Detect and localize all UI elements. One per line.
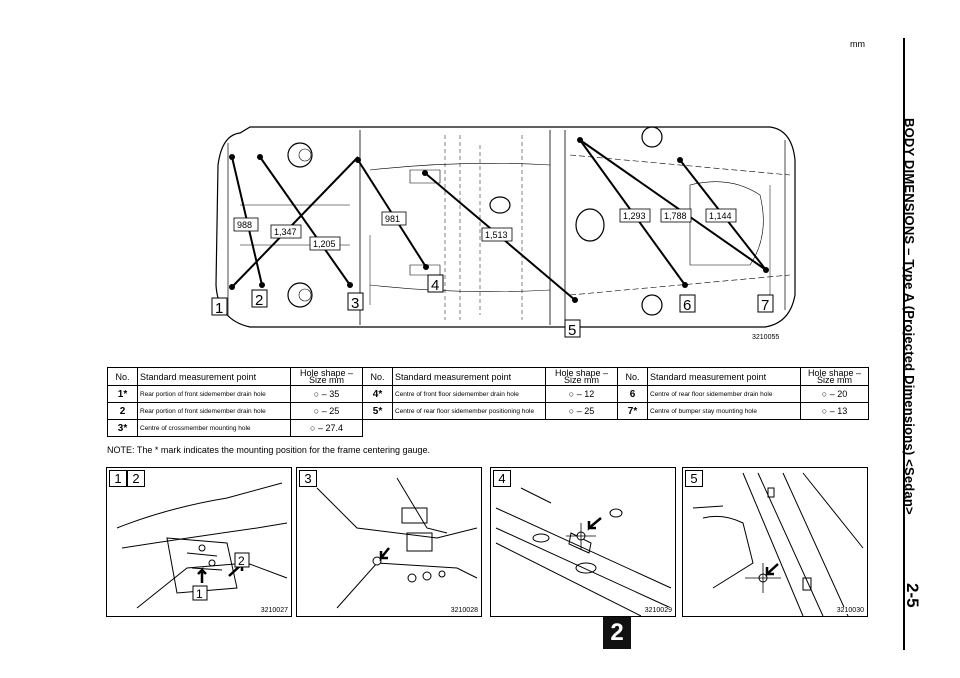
- panel-label: 3: [299, 470, 317, 487]
- unit-label: mm: [850, 39, 865, 49]
- header-point: Standard measurement point: [647, 367, 801, 386]
- panel-illustration: [316, 477, 478, 609]
- side-title: BODY DIMENSIONS – Type A (Projected Dime…: [902, 118, 926, 558]
- panel-label: 2: [127, 470, 145, 487]
- dim-1347: 1,347: [274, 227, 297, 237]
- header-point: Standard measurement point: [137, 367, 291, 386]
- panel-label: 5: [685, 470, 703, 487]
- table-row: 2 Rear portion of front sidemember drain…: [107, 402, 869, 420]
- header-point: Standard measurement point: [392, 367, 546, 386]
- panel-code: 3210029: [644, 607, 672, 614]
- detail-panel-1-2: 1 2 2 1 3210027: [106, 467, 292, 617]
- dim-1788: 1,788: [664, 211, 687, 221]
- point-label-2: 2: [255, 292, 263, 309]
- dim-1205: 1,205: [313, 239, 336, 249]
- detail-panel-4: 4 3210029: [490, 467, 676, 617]
- dim-1144: 1,144: [709, 211, 732, 221]
- panel-illustration: [495, 487, 672, 616]
- point-label-7: 7: [761, 297, 769, 314]
- section-tab: 2: [603, 617, 631, 649]
- diagram-code: 3210055: [752, 334, 780, 341]
- point-label-5: 5: [568, 322, 576, 339]
- note-text: NOTE: The * mark indicates the mounting …: [107, 445, 431, 455]
- page-number: 2-5: [903, 583, 922, 608]
- dim-1293: 1,293: [623, 211, 646, 221]
- detail-panel-5: 5 3210030: [682, 467, 868, 617]
- header-no: No.: [362, 367, 393, 386]
- point-label-6: 6: [683, 297, 691, 314]
- panel-code: 3210030: [836, 607, 864, 614]
- underbody-diagram: 988 1,347 1,205 981 1,513 1,293 1,788 1,…: [211, 126, 796, 339]
- side-rule: [903, 38, 905, 650]
- dim-988: 988: [237, 220, 252, 230]
- panel-label: 4: [493, 470, 511, 487]
- panel-illustration: [692, 472, 864, 616]
- side-title-text: BODY DIMENSIONS – Type A (Projected Dime…: [902, 118, 917, 515]
- point-label-3: 3: [351, 295, 359, 312]
- panel-code: 3210028: [450, 607, 478, 614]
- table-row: 1* Rear portion of front sidemember drai…: [107, 385, 869, 403]
- header-hole-size: Hole shape – Size mm: [545, 367, 618, 386]
- point-label-1: 1: [215, 300, 223, 317]
- svg-text:2: 2: [238, 554, 245, 568]
- table-header-row: No. Standard measurement point Hole shap…: [107, 367, 869, 386]
- detail-panel-3: 3 3210028: [296, 467, 482, 617]
- dim-1513: 1,513: [485, 230, 508, 240]
- panel-label: 1: [109, 470, 127, 487]
- header-hole-size: Hole shape – Size mm: [290, 367, 363, 386]
- panel-illustration: 2 1: [116, 482, 288, 609]
- dim-981: 981: [385, 214, 400, 224]
- header-no: No.: [107, 367, 138, 386]
- measurement-table: No. Standard measurement point Hole shap…: [107, 367, 869, 437]
- table-row: 3* Centre of crossmember mounting hole ○…: [107, 419, 869, 437]
- svg-text:1: 1: [196, 587, 203, 601]
- header-no: No.: [617, 367, 648, 386]
- point-label-4: 4: [431, 277, 439, 294]
- header-hole-size: Hole shape – Size mm: [800, 367, 869, 386]
- panel-code: 3210027: [260, 607, 288, 614]
